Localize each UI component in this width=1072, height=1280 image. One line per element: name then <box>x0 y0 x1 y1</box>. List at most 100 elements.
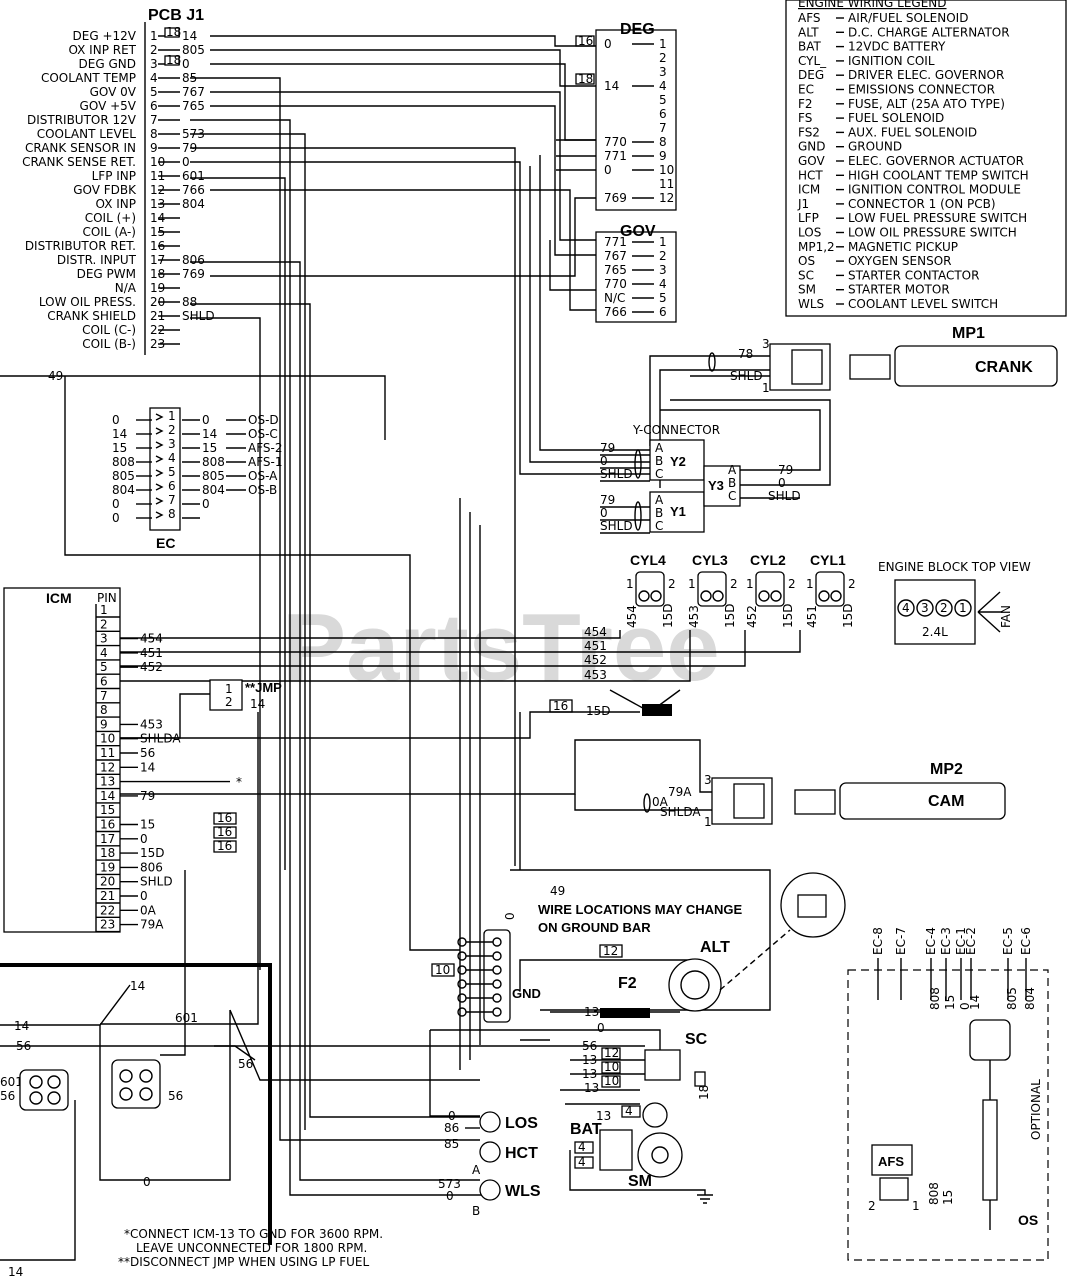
engine-block-title: ENGINE BLOCK TOP VIEW <box>878 560 1031 574</box>
icm-pin: 10 <box>100 732 115 746</box>
y-connector-title: Y-CONNECTOR <box>632 423 720 437</box>
bundle-wire-label: 451 <box>584 639 607 653</box>
icm-tag-box <box>213 826 237 839</box>
pcb-row-pin: 13 <box>150 197 165 211</box>
pcb-row-label: LOW OIL PRESS. <box>39 295 136 309</box>
optional-wire: 0 <box>958 1002 972 1010</box>
pcb-row-label: DEG GND <box>79 57 136 71</box>
wire-49-gnd: 49 <box>550 884 565 898</box>
pcb-row-pin: 11 <box>150 169 165 183</box>
icm-wire: 56 <box>140 746 155 760</box>
gov-row-pin: 3 <box>659 263 667 277</box>
y2-wire: SHLD <box>600 467 633 481</box>
legend-code: LFP <box>798 211 819 225</box>
icm-wire: 79A <box>140 918 164 932</box>
icm-pin: 4 <box>100 646 108 660</box>
deg-row-pin: 6 <box>659 107 667 121</box>
y1-wire: SHLD <box>600 519 633 533</box>
y1-label: Y1 <box>670 504 686 519</box>
deg-row-pin: 10 <box>659 163 674 177</box>
icm-tag: 16 <box>217 825 232 839</box>
block-cyl-circle <box>954 599 972 617</box>
y3-wire: 0 <box>778 476 786 490</box>
legend-code: OS <box>798 254 815 268</box>
legend-desc: EMISSIONS CONNECTOR <box>848 83 995 97</box>
optional-ec-header: EC-2 <box>964 927 978 955</box>
pcb-row-label: DEG +12V <box>73 29 137 43</box>
pcb-row-pin: 10 <box>150 155 165 169</box>
gov-row-pin: 5 <box>659 291 667 305</box>
pcb-row-label: CRANK SENSOR IN <box>25 141 136 155</box>
ground-ring-terminal <box>457 965 467 975</box>
icm-tag-box <box>213 812 237 825</box>
icm-wire: 454 <box>140 632 163 646</box>
ground-ring-terminal <box>457 1007 467 1017</box>
sc-tag-1: 12 <box>604 1046 619 1060</box>
mp2-title: MP2 <box>930 761 963 778</box>
left-wire-14c: 14 <box>14 1019 29 1033</box>
y2-pin: A <box>655 441 664 455</box>
ground-ring-terminal <box>457 979 467 989</box>
deg-row-wire: 769 <box>604 191 627 205</box>
legend-desc: D.C. CHARGE ALTERNATOR <box>848 25 1010 39</box>
y2-shield <box>634 449 642 479</box>
block-cyl-circle <box>916 599 934 617</box>
legend-code: AFS <box>798 11 821 25</box>
mp2-body: CAM <box>928 793 964 810</box>
gov-row-wire: 765 <box>604 263 627 277</box>
jmp-jumper: 1 2 **JMP 14 <box>100 679 282 1025</box>
legend-desc: HIGH COOLANT TEMP SWITCH <box>848 168 1029 182</box>
pcb-row-label: DISTRIBUTOR RET. <box>25 239 136 253</box>
optional-wire: 15 <box>943 995 957 1010</box>
afs-wire-808: 808 <box>927 1182 941 1205</box>
deg-tag-1: 16 <box>578 34 593 48</box>
ec-pin-chevron-icon <box>155 427 164 435</box>
ec-dest: OS-D <box>248 413 279 427</box>
engine-displacement: 2.4L <box>922 625 948 639</box>
y3-label: Y3 <box>708 478 724 493</box>
sc-wire-13c: 13 <box>584 1081 599 1095</box>
ec-pin-chevron-icon <box>155 455 164 463</box>
sc-tag-3: 10 <box>604 1074 619 1088</box>
mp1-pin-1: 1 <box>762 381 770 395</box>
deg-row-pin: 1 <box>659 37 667 51</box>
y2-pin: B <box>655 454 663 468</box>
coil-signal-wire <box>120 630 621 639</box>
optional-wire: 14 <box>968 995 982 1010</box>
optional-wire: 808 <box>928 987 942 1010</box>
cyl-wire-signal: 452 <box>745 605 759 628</box>
mp1-pin-3: 3 <box>762 337 770 351</box>
jmp-wire: 14 <box>250 697 265 711</box>
pcb-row-pin: 7 <box>150 113 158 127</box>
cyl-pin-2: 2 <box>788 577 796 591</box>
legend-desc: ELEC. GOVERNOR ACTUATOR <box>848 154 1024 168</box>
icm-pin: 21 <box>100 889 115 903</box>
ec-pin: 2 <box>168 423 176 437</box>
pcb-row-label: CRANK SHIELD <box>47 309 136 323</box>
icm-pin: 23 <box>100 918 115 932</box>
sc-wire-56: 56 <box>582 1039 597 1053</box>
mp1-body: CRANK <box>975 359 1033 376</box>
icm-wire: 806 <box>140 860 163 874</box>
icm-pin: 3 <box>100 632 108 646</box>
ec-pin: 1 <box>168 409 176 423</box>
pcb-row-pin: 12 <box>150 183 165 197</box>
ec-pin: 5 <box>168 465 176 479</box>
afs-wire-15: 15 <box>941 1190 955 1205</box>
bundle-out: 15D <box>586 704 611 718</box>
coil-signal-wire <box>120 630 746 667</box>
ec-right-wire: 808 <box>202 455 225 469</box>
ground-symbol-icon <box>697 1194 713 1204</box>
sc-title: SC <box>685 1031 708 1048</box>
icm-wire: 15 <box>140 818 155 832</box>
legend-code: DEG <box>798 68 824 82</box>
coil-terminal <box>638 590 650 602</box>
optional-ec-header: EC-4 <box>924 927 938 955</box>
coil-terminal <box>650 590 662 602</box>
pcb-row-wire: 769 <box>182 267 205 281</box>
wls-label: WLS <box>505 1183 541 1200</box>
gov-row-wire: 770 <box>604 277 627 291</box>
cyl-pin-2: 2 <box>730 577 738 591</box>
deg-row-pin: 5 <box>659 93 667 107</box>
mp2-wire-79a: 79A <box>668 785 692 799</box>
